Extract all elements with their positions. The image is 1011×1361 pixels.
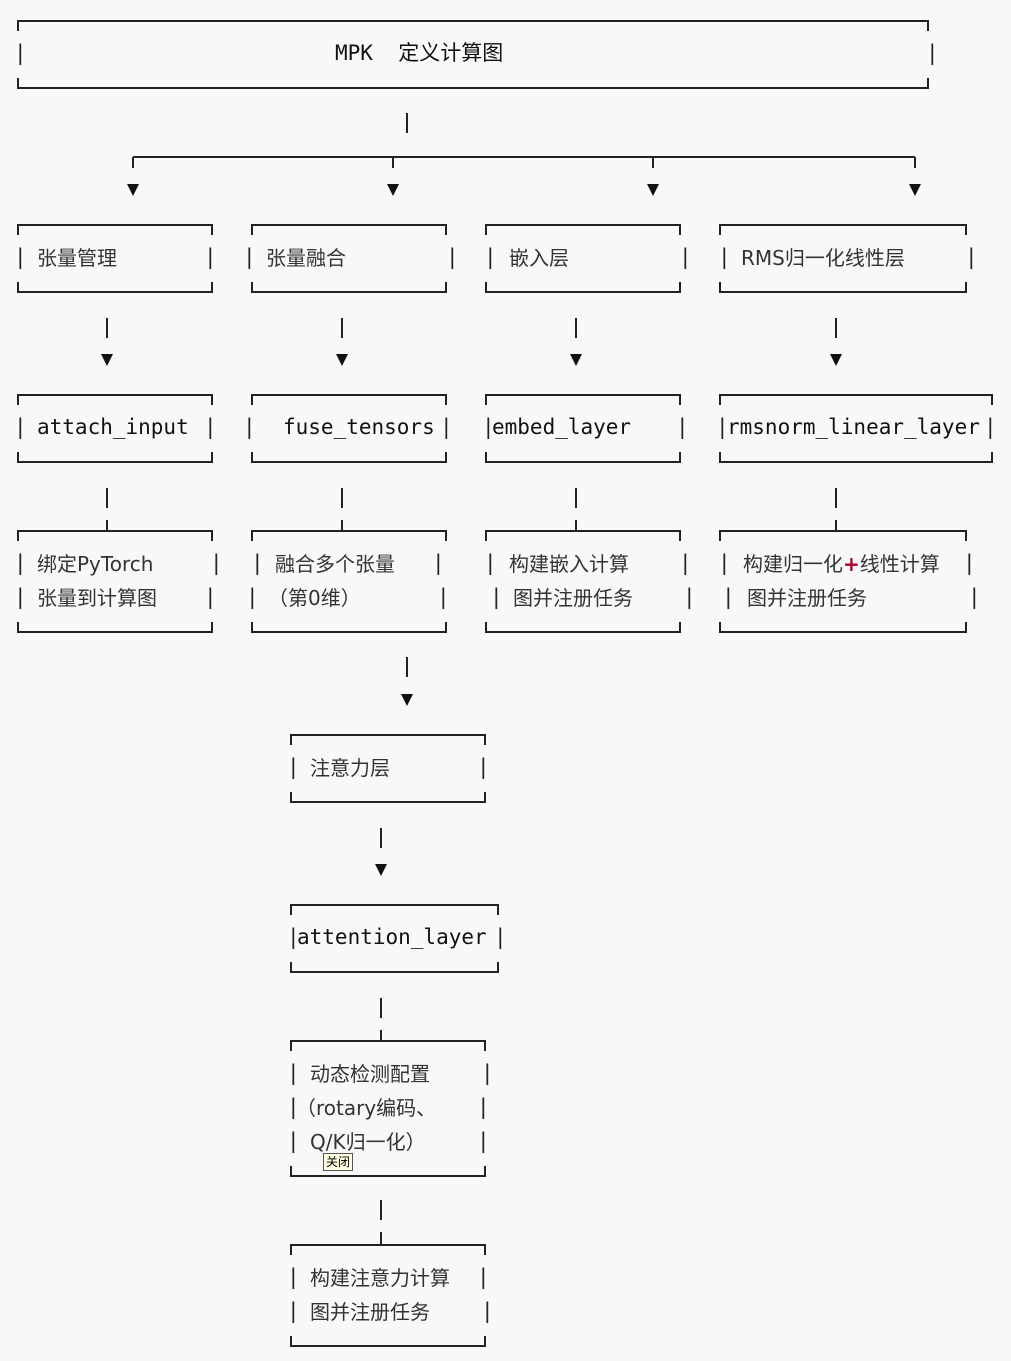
desc-line: 图并注册任务 bbox=[747, 586, 867, 610]
config-line: 动态检测配置 bbox=[310, 1062, 430, 1086]
category-label: 张量融合 bbox=[266, 246, 346, 270]
desc-line: 图并注册任务 bbox=[310, 1300, 430, 1324]
desc-line: 构建归一化+线性计算 bbox=[743, 552, 940, 576]
function-name: attach_input bbox=[37, 415, 189, 439]
arrow-down-icon bbox=[647, 184, 659, 196]
desc-box-rmsnorm-linear bbox=[719, 530, 967, 633]
category-label: 注意力层 bbox=[310, 756, 390, 780]
category-label: 张量管理 bbox=[37, 246, 117, 270]
function-box-fuse-tensors bbox=[251, 394, 447, 463]
category-box-attention bbox=[290, 734, 486, 803]
arrow-down-icon bbox=[570, 354, 582, 366]
arrow-down-icon bbox=[387, 184, 399, 196]
arrow-down-icon bbox=[336, 354, 348, 366]
desc-line: 构建嵌入计算 bbox=[509, 552, 629, 576]
category-box-embedding bbox=[485, 224, 681, 293]
function-box-rmsnorm-linear bbox=[719, 394, 993, 463]
desc-line: 绑定PyTorch bbox=[37, 552, 154, 576]
desc-box-embed-layer bbox=[485, 530, 681, 633]
config-box-attention bbox=[290, 1040, 486, 1177]
function-box-attention-layer bbox=[290, 904, 499, 973]
category-box-rmsnorm bbox=[719, 224, 967, 293]
config-line: （rotary编码、 bbox=[296, 1096, 437, 1120]
desc-line: 张量到计算图 bbox=[37, 586, 157, 610]
category-box-tensor-fusion bbox=[251, 224, 447, 293]
desc-line: 融合多个张量 bbox=[275, 552, 395, 576]
arrow-down-icon bbox=[101, 354, 113, 366]
arrow-down-icon bbox=[375, 864, 387, 876]
plus-sign: + bbox=[843, 552, 860, 576]
arrow-down-icon bbox=[401, 694, 413, 706]
root-title: MPK 定义计算图 bbox=[335, 41, 504, 65]
desc-box-fuse-tensors bbox=[251, 530, 447, 633]
arrow-down-icon bbox=[830, 354, 842, 366]
function-name: rmsnorm_linear_layer bbox=[727, 415, 980, 439]
function-name: embed_layer bbox=[492, 415, 632, 439]
category-box-tensor-management bbox=[17, 224, 213, 293]
function-name: fuse_tensors bbox=[283, 415, 435, 439]
desc-box-attach-input bbox=[17, 530, 213, 633]
desc-line: （第0维） bbox=[268, 586, 361, 610]
function-name: attention_layer bbox=[297, 925, 487, 949]
desc-box-attention bbox=[290, 1244, 486, 1347]
desc-line: 构建注意力计算 bbox=[310, 1266, 450, 1290]
function-box-embed-layer bbox=[485, 394, 681, 463]
close-tooltip[interactable]: 关闭 bbox=[323, 1153, 354, 1172]
desc-line: 图并注册任务 bbox=[513, 586, 633, 610]
category-label: 嵌入层 bbox=[509, 246, 569, 270]
arrow-down-icon bbox=[909, 184, 921, 196]
function-box-attach-input bbox=[17, 394, 213, 463]
category-label: RMS归一化线性层 bbox=[741, 246, 905, 270]
arrow-down-icon bbox=[127, 184, 139, 196]
config-line: Q/K归一化） bbox=[310, 1130, 426, 1154]
root-box bbox=[17, 20, 929, 89]
